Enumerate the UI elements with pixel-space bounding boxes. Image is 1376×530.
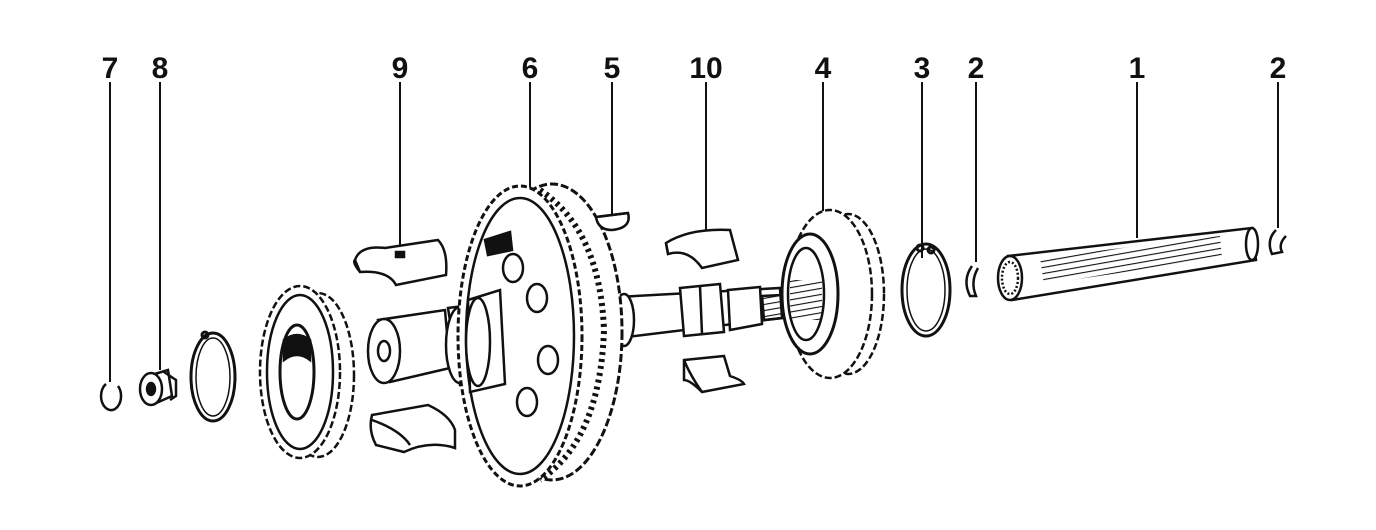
part-6-large-gear [456, 182, 624, 488]
callout-9: 9 [391, 52, 409, 85]
part-2-ring-left [965, 265, 980, 298]
leader-lines [109, 82, 1279, 382]
part-9-bearing-shell-upper [352, 238, 448, 287]
part-10-bearing-shell-lower [682, 354, 746, 394]
part-10-bearing-shell-upper [664, 228, 740, 270]
callout-10: 10 [689, 52, 723, 85]
part-2-ring-right [1268, 229, 1287, 256]
callout-4: 4 [814, 52, 832, 85]
part-1-splined-shaft [996, 226, 1260, 302]
part-5-woodruff-key [594, 211, 630, 232]
part-3-circlip [900, 242, 952, 338]
part-9-bearing-shell-lower [369, 403, 457, 454]
part-sprocket-left [258, 284, 356, 460]
callout-1: 1 [1128, 52, 1146, 85]
callout-2: 2 [1269, 52, 1287, 85]
callout-6: 6 [521, 52, 539, 85]
part-4-sprocket-right [780, 208, 886, 380]
callout-7: 7 [101, 52, 119, 85]
callout-3: 3 [913, 52, 931, 85]
callout-2: 2 [967, 52, 985, 85]
callout-5: 5 [603, 52, 621, 85]
part-8-bushing [138, 368, 178, 407]
part-7-snap-ring [99, 383, 123, 412]
callout-8: 8 [151, 52, 169, 85]
part-circlip-left [189, 330, 237, 423]
